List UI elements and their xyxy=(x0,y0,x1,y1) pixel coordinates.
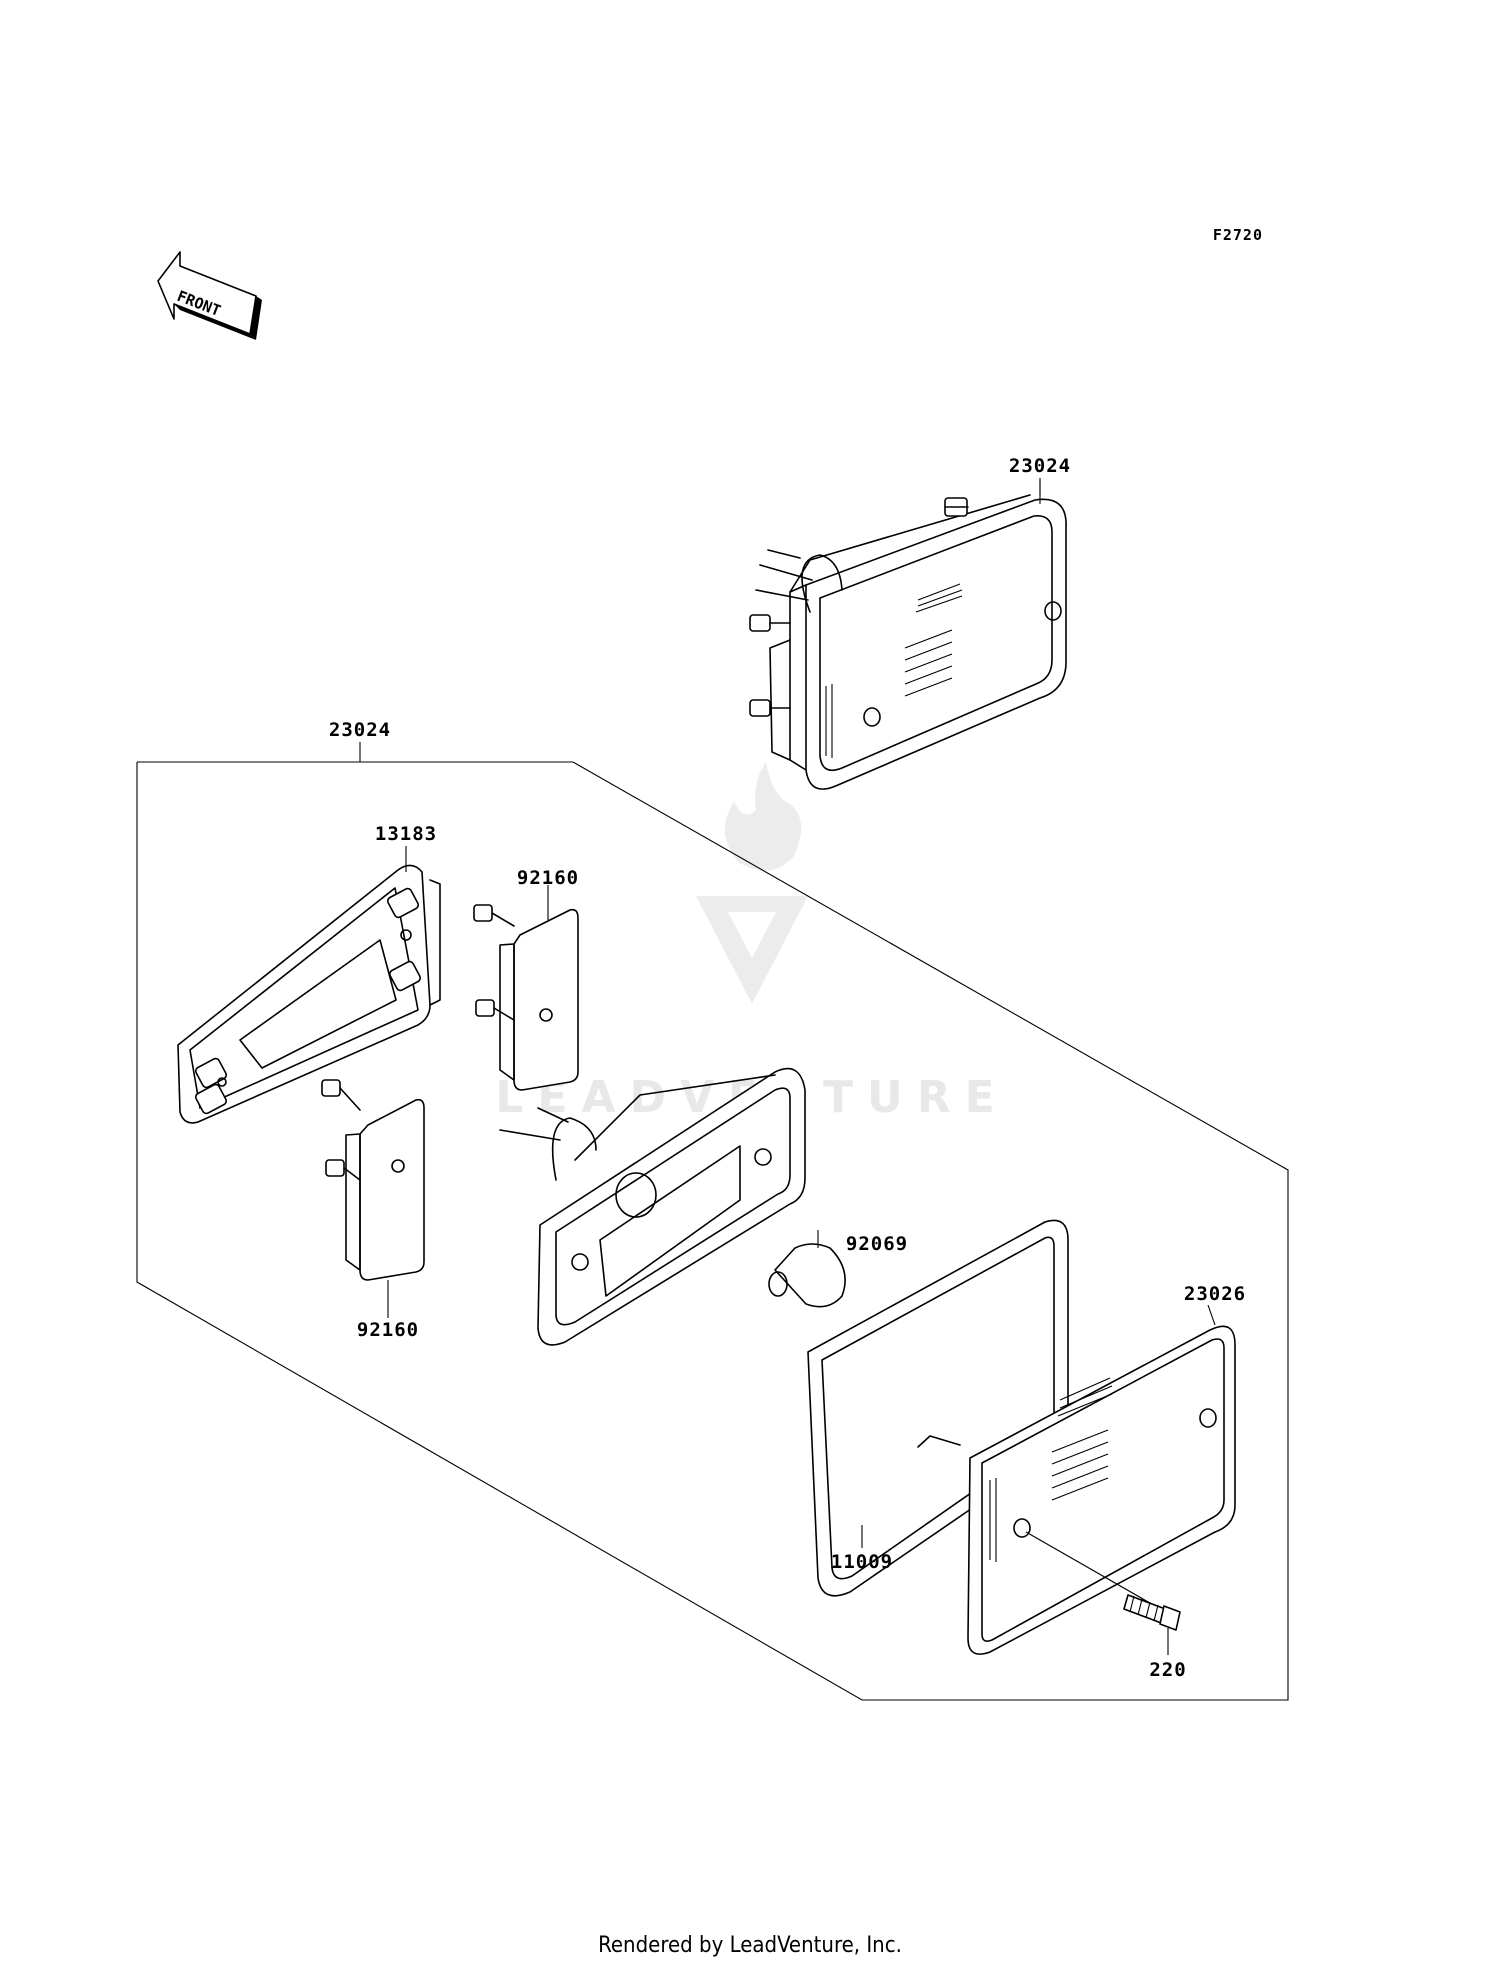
label-socket-lower[interactable]: 92160 xyxy=(357,1319,419,1341)
bulb xyxy=(768,1230,846,1308)
exploded-view-frame xyxy=(136,761,1289,1701)
label-screw[interactable]: 220 xyxy=(1149,1659,1186,1681)
label-socket-upper[interactable]: 92160 xyxy=(517,867,579,889)
label-bulb[interactable]: 92069 xyxy=(846,1233,908,1255)
diagram-code: F2720 xyxy=(1213,226,1263,244)
screw xyxy=(1025,1531,1181,1655)
front-arrow-icon: FRONT xyxy=(157,251,262,340)
bulb-socket-upper xyxy=(473,885,579,1091)
footer-credit: Rendered by LeadVenture, Inc. xyxy=(598,1933,902,1958)
label-assembly-exploded[interactable]: 23024 xyxy=(329,719,391,741)
lens xyxy=(967,1304,1236,1655)
turn-signal-assembly-complete xyxy=(749,480,1067,790)
label-gasket[interactable]: 11009 xyxy=(831,1551,893,1573)
lamp-housing xyxy=(499,1067,806,1346)
bulb-socket-lower xyxy=(321,1079,425,1318)
label-lens[interactable]: 23026 xyxy=(1184,1283,1246,1305)
label-assembly-top[interactable]: 23024 xyxy=(1009,455,1071,477)
bracket xyxy=(177,864,441,1124)
label-bracket[interactable]: 13183 xyxy=(375,823,437,845)
